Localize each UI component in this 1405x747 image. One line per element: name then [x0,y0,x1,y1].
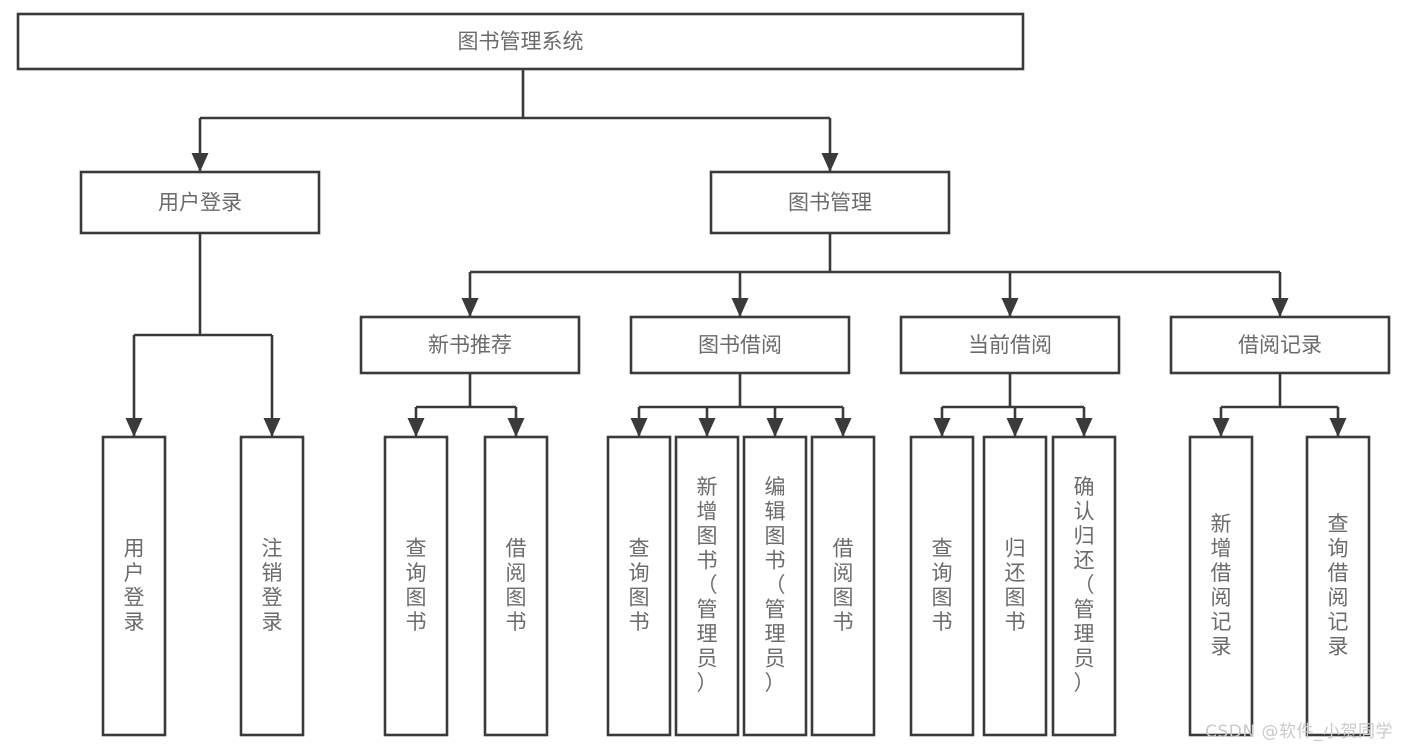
connector-layer [125,69,1347,437]
node-leaf-confirm-return[interactable]: 确认归还（管理员） [1051,435,1117,737]
node-leaf-add-record-label: 新增借阅记录 [1211,512,1232,659]
node-leaf-add-record-box [1188,435,1254,737]
connector-arrowhead [766,418,784,437]
node-leaf-edit-book-box [742,435,808,737]
node-user-login-box [79,170,321,235]
connector-group-new-book-to-leaves [407,373,525,437]
node-user-login-label: 用户登录 [158,191,242,215]
connector-arrowhead [1006,418,1024,437]
connector-arrowhead [1329,418,1347,437]
node-borrow-record-label: 借阅记录 [1238,333,1322,357]
node-leaf-logout-label: 注销登录 [262,536,283,634]
node-new-book-recommend[interactable]: 新书推荐 [359,315,581,375]
node-book-manage[interactable]: 图书管理 [709,170,951,235]
connector-arrowhead [698,418,716,437]
connector-group-user-login-to-leaves [125,233,281,437]
connector-arrowhead [407,418,425,437]
node-leaf-user-login[interactable]: 用户登录 [101,435,167,737]
node-borrow-record[interactable]: 借阅记录 [1169,315,1391,375]
node-leaf-query-record-box [1305,435,1371,737]
connector-arrowhead [933,418,951,437]
node-leaf-query-book-1-box [383,435,449,737]
node-layer: 图书管理系统用户登录图书管理新书推荐图书借阅当前借阅借阅记录用户登录注销登录查询… [16,12,1391,737]
node-leaf-borrow-book-1-box [483,435,549,737]
connector-arrowhead [263,418,281,437]
connector-group-book-borrow-to-leaves [630,373,852,437]
node-current-borrow-label: 当前借阅 [968,333,1052,357]
node-leaf-query-record[interactable]: 查询借阅记录 [1305,435,1371,737]
node-new-book-recommend-label: 新书推荐 [428,333,512,357]
node-leaf-add-book-box [674,435,740,737]
node-leaf-borrow-book-2[interactable]: 借阅图书 [810,435,876,737]
node-leaf-query-book-1-label: 查询图书 [406,536,427,634]
node-current-borrow[interactable]: 当前借阅 [899,315,1121,375]
connector-arrowhead [731,298,749,317]
node-leaf-return-book[interactable]: 归还图书 [982,435,1048,737]
node-leaf-query-book-2-box [606,435,672,737]
node-borrow-record-box [1169,315,1391,375]
node-book-manage-box [709,170,951,235]
connector-group-book-manage-to-level3 [461,233,1289,317]
node-root-system-label: 图书管理系统 [458,30,584,54]
connector-arrowhead [125,418,143,437]
connector-arrowhead [1075,418,1093,437]
node-leaf-user-login-label: 用户登录 [124,536,145,634]
node-leaf-edit-book-label: 编辑图书（管理员） [765,475,786,695]
node-leaf-return-book-box [982,435,1048,737]
node-leaf-borrow-book-2-box [810,435,876,737]
connector-arrowhead [1271,298,1289,317]
connector-group-borrow-record-to-leaves [1212,373,1347,437]
node-root-system[interactable]: 图书管理系统 [16,12,1025,71]
node-leaf-user-login-box [101,435,167,737]
node-new-book-recommend-box [359,315,581,375]
connector-arrowhead [834,418,852,437]
node-book-borrow[interactable]: 图书借阅 [629,315,851,375]
node-leaf-borrow-book-1[interactable]: 借阅图书 [483,435,549,737]
connector-arrowhead [461,298,479,317]
node-leaf-edit-book[interactable]: 编辑图书（管理员） [742,435,808,737]
node-leaf-query-book-1[interactable]: 查询图书 [383,435,449,737]
node-user-login[interactable]: 用户登录 [79,170,321,235]
connector-arrowhead [821,153,839,172]
node-root-system-box [16,12,1025,71]
node-book-borrow-label: 图书借阅 [698,333,782,357]
node-leaf-add-record[interactable]: 新增借阅记录 [1188,435,1254,737]
connector-arrowhead [630,418,648,437]
node-leaf-return-book-label: 归还图书 [1005,536,1026,634]
connector-arrowhead [507,418,525,437]
node-leaf-confirm-return-label: 确认归还（管理员） [1074,475,1095,695]
connector-group-root-to-level2 [191,69,839,172]
connector-group-current-borrow-to-leaves [933,373,1093,437]
node-current-borrow-box [899,315,1121,375]
node-leaf-confirm-return-box [1051,435,1117,737]
node-leaf-logout-box [239,435,305,737]
node-book-manage-label: 图书管理 [788,191,872,215]
node-leaf-query-book-2-label: 查询图书 [629,536,650,634]
node-leaf-query-book-3[interactable]: 查询图书 [909,435,975,737]
node-leaf-borrow-book-2-label: 借阅图书 [833,536,854,634]
connector-arrowhead [1212,418,1230,437]
node-leaf-logout[interactable]: 注销登录 [239,435,305,737]
watermark-text: CSDN @软件_小贺同学 [1205,722,1393,742]
node-leaf-add-book[interactable]: 新增图书（管理员） [674,435,740,737]
node-leaf-add-book-label: 新增图书（管理员） [697,475,718,695]
node-leaf-query-book-2[interactable]: 查询图书 [606,435,672,737]
node-book-borrow-box [629,315,851,375]
connector-arrowhead [191,153,209,172]
node-leaf-query-book-3-box [909,435,975,737]
node-leaf-query-record-label: 查询借阅记录 [1328,512,1349,659]
connector-arrowhead [1001,298,1019,317]
node-leaf-borrow-book-1-label: 借阅图书 [506,536,527,634]
node-leaf-query-book-3-label: 查询图书 [932,536,953,634]
